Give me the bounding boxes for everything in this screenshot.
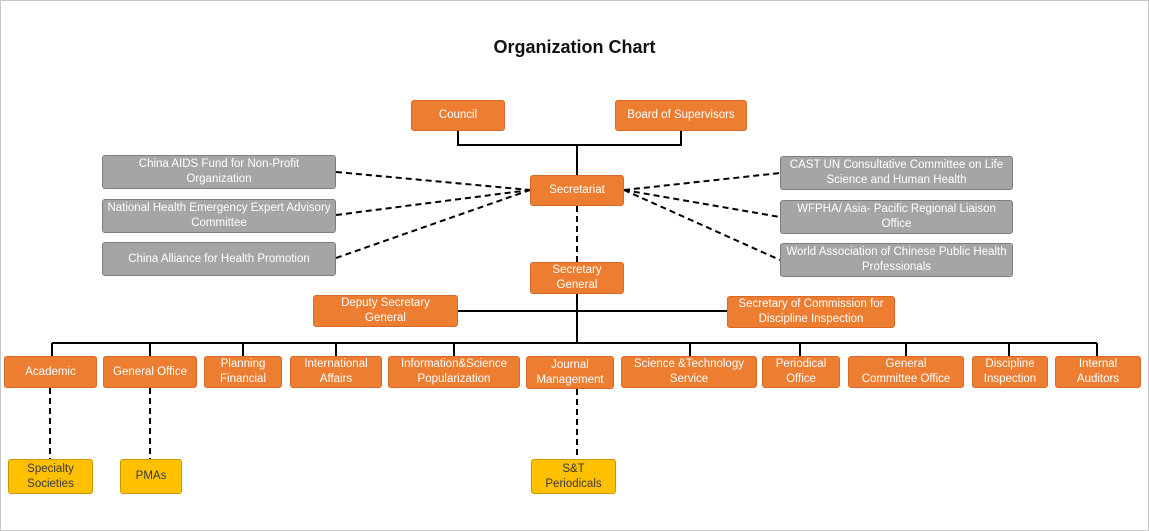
cast-un-label: CAST UN Consultative Committee on Life S… [789,159,1004,186]
specialty-societies-node: Specialty Societies [8,459,93,494]
general-office-label: General Office [113,365,187,378]
board-of-supervisors-label: Board of Supervisors [627,109,735,122]
journal-management-node: Journal Management [526,356,614,389]
international-affairs-node: International Affairs [290,356,382,388]
wfpha-node: WFPHA/ Asia- Pacific Regional Liaison Of… [780,200,1013,234]
general-committee-office-node: General Committee Office [848,356,964,388]
china-alliance-node: China Alliance for Health Promotion [102,242,336,276]
dashed-connector [623,189,781,261]
china-aids-fund-node: China AIDS Fund for Non-Profit Organizat… [102,155,336,189]
pmas-label: PMAs [135,470,167,483]
solid-connector [457,131,682,146]
planning-financial-node: Planning Financial [204,356,282,388]
deputy-secretary-general-node: Deputy Secretary General [313,295,458,327]
st-periodicals-label: S&T Periodicals [545,462,602,490]
journal-management-label: Journal Management [536,358,604,386]
dashed-connector [335,189,531,259]
china-alliance-label: China Alliance for Health Promotion [128,252,310,265]
dashed-connector [335,171,531,191]
information-science-label: Information&Science Popularization [400,358,508,385]
secretary-general-node: Secretary General [530,262,624,294]
science-technology-node: Science &Technology Service [621,356,757,388]
dashed-connector [623,189,781,218]
planning-financial-label: Planning Financial [219,358,267,385]
periodical-office-node: Periodical Office [762,356,840,388]
general-committee-office-label: General Committee Office [861,358,951,385]
science-technology-label: Science &Technology Service [634,358,744,385]
secretary-commission-label: Secretary of Commission for Discipline I… [738,298,884,325]
secretariat-node: Secretariat [530,175,624,206]
secretary-commission-node: Secretary of Commission for Discipline I… [727,296,895,328]
national-health-emergency-label: National Health Emergency Expert Advisor… [107,202,331,229]
academic-label: Academic [25,365,76,378]
chart-title: Organization Chart [493,37,656,57]
specialty-societies-label: Specialty Societies [27,462,74,490]
international-affairs-label: International Affairs [304,358,368,385]
wfpha-label: WFPHA/ Asia- Pacific Regional Liaison Of… [797,203,996,230]
pmas-node: PMAs [120,459,182,494]
secretariat-label: Secretariat [549,184,605,197]
council-label: Council [438,109,478,122]
deputy-secretary-general-label: Deputy Secretary General [341,297,430,324]
general-office-node: General Office [103,356,197,388]
dashed-connector [335,189,531,216]
china-aids-fund-label: China AIDS Fund for Non-Profit Organizat… [138,158,300,185]
world-association-label: World Association of Chinese Public Heal… [786,246,1007,273]
national-health-emergency-node: National Health Emergency Expert Advisor… [102,199,336,233]
periodical-office-label: Periodical Office [775,358,827,385]
internal-auditors-node: Internal Auditors [1055,356,1141,388]
world-association-node: World Association of Chinese Public Heal… [780,243,1013,277]
council-node: Council [411,100,505,131]
st-periodicals-node: S&T Periodicals [531,459,616,494]
discipline-inspection-label: Discipline Inspection [983,358,1037,385]
internal-auditors-label: Internal Auditors [1076,358,1120,385]
information-science-node: Information&Science Popularization [388,356,520,388]
dashed-connector [623,172,781,191]
board-of-supervisors-node: Board of Supervisors [615,100,747,131]
cast-un-node: CAST UN Consultative Committee on Life S… [780,156,1013,190]
discipline-inspection-node: Discipline Inspection [972,356,1048,388]
academic-node: Academic [4,356,97,388]
secretary-general-label: Secretary General [552,264,602,291]
